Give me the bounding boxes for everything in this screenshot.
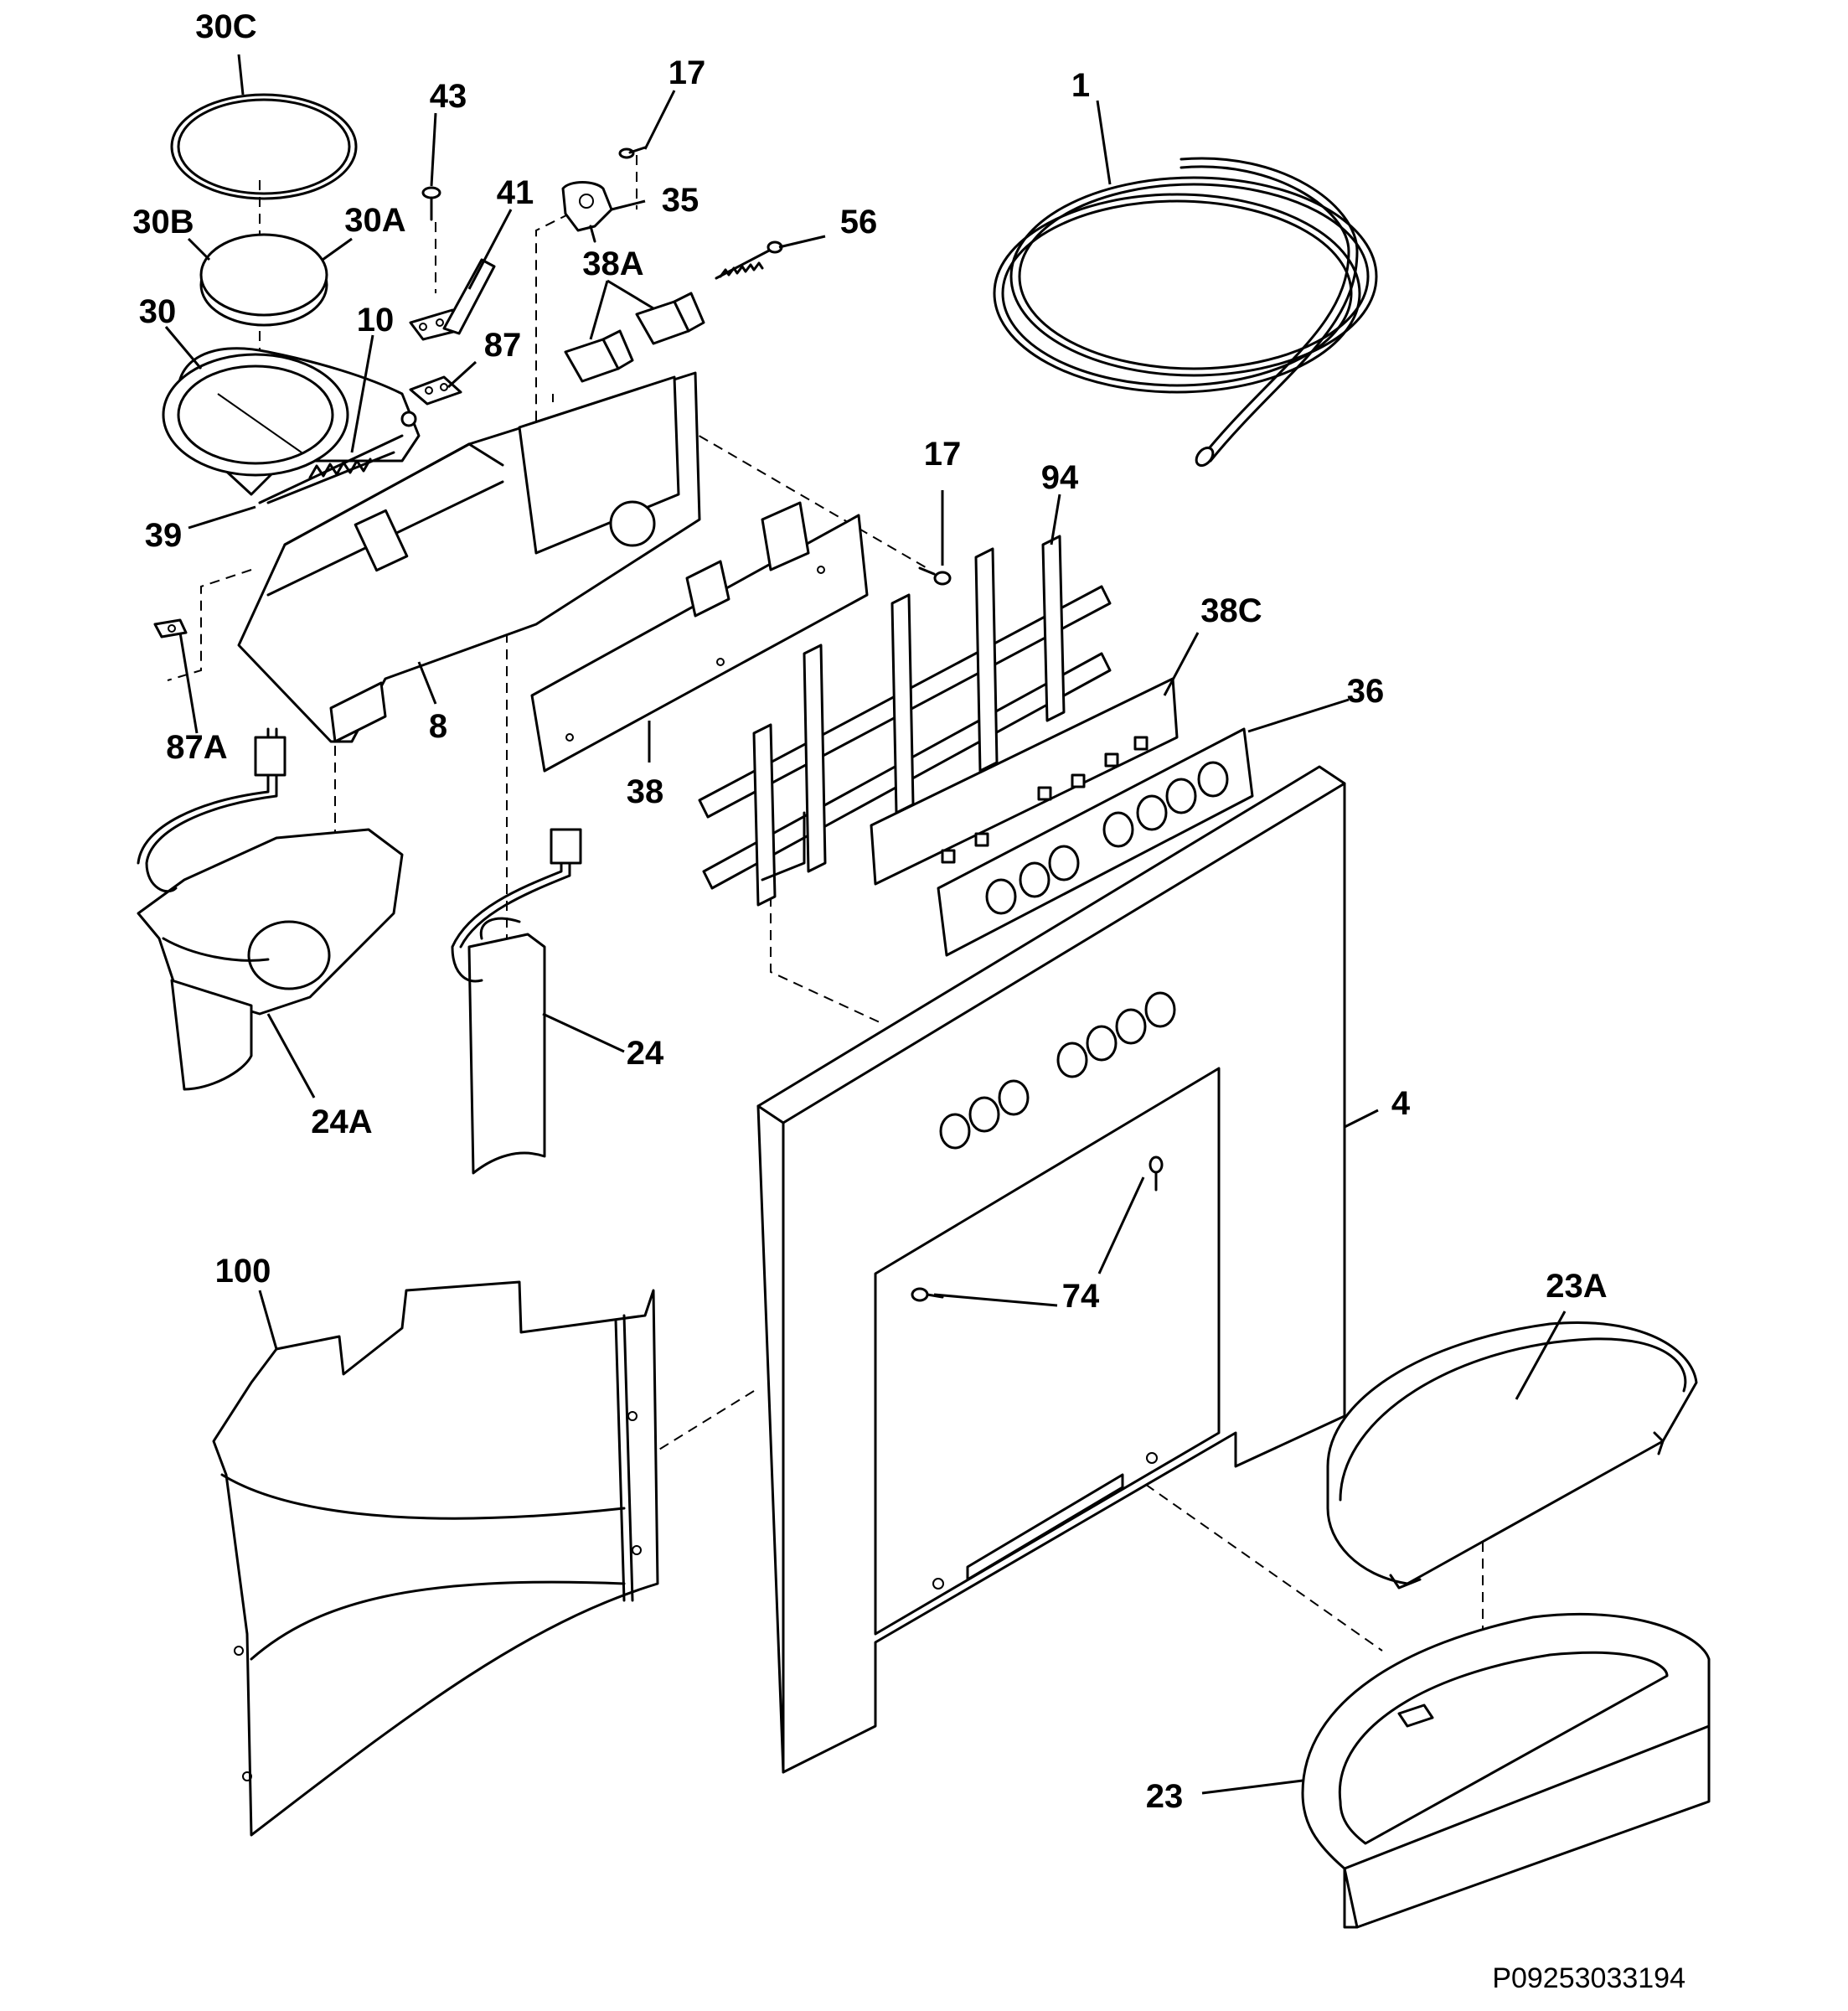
control-board-38 — [530, 501, 869, 773]
leader-lines — [164, 54, 1567, 1795]
callout-94: 94 — [1041, 459, 1079, 496]
callout-10: 10 — [357, 302, 395, 339]
callout-4: 4 — [1391, 1085, 1411, 1122]
callout-43: 43 — [430, 78, 467, 115]
callout-38: 38 — [627, 773, 664, 810]
callout-39: 39 — [145, 517, 183, 554]
callout-74: 74 — [1062, 1278, 1100, 1315]
callout-1: 1 — [1071, 67, 1090, 104]
overlay-36 — [937, 727, 1254, 957]
callout-30a: 30A — [344, 202, 405, 239]
housing-8 — [237, 371, 701, 743]
clip-87 — [409, 375, 462, 406]
switches-38a — [564, 292, 705, 383]
callout-38c: 38C — [1200, 592, 1262, 629]
diagram-code: P09253033194 — [1492, 1962, 1685, 1994]
callout-30c: 30C — [195, 8, 256, 45]
callout-30: 30 — [139, 293, 177, 330]
disc-30b — [199, 233, 328, 327]
bracket-41 — [409, 258, 496, 341]
screws-74 — [911, 1155, 1164, 1302]
callout-17-mid: 17 — [924, 436, 962, 473]
frame-94 — [698, 535, 1112, 907]
callout-23: 23 — [1146, 1778, 1184, 1815]
drip-tray-cover-23a — [1326, 1321, 1698, 1590]
water-chute-24 — [451, 828, 582, 1175]
callout-8: 8 — [429, 708, 447, 745]
screw-56 — [715, 240, 783, 280]
clip-87a — [153, 618, 188, 638]
screw-17-mid — [918, 566, 952, 586]
callout-35: 35 — [662, 182, 699, 219]
callout-23a: 23A — [1546, 1268, 1607, 1305]
callout-24a: 24A — [311, 1104, 372, 1140]
callout-100: 100 — [215, 1253, 271, 1290]
callout-41: 41 — [497, 174, 534, 211]
callout-87a: 87A — [166, 729, 227, 766]
ice-chute-24a — [137, 727, 404, 1091]
callout-17-top: 17 — [668, 54, 706, 91]
callout-36: 36 — [1347, 673, 1385, 710]
bezel-100 — [212, 1280, 659, 1837]
door-assembly-30 — [162, 347, 421, 504]
gasket-ring-30c — [170, 93, 358, 200]
water-tubing-1 — [993, 157, 1378, 468]
callout-38a: 38A — [582, 246, 643, 282]
screw-43 — [421, 186, 441, 221]
callout-56: 56 — [840, 204, 878, 240]
drip-tray-23 — [1301, 1612, 1711, 1929]
switch-panel-38c — [870, 677, 1179, 886]
screw-17-top — [618, 146, 647, 159]
front-panel-4 — [756, 765, 1346, 1774]
callout-labels: 30C 43 17 1 30B 30A 41 35 56 38A 30 10 8… — [132, 8, 1607, 1815]
actuator-35 — [561, 181, 613, 243]
callout-87: 87 — [484, 327, 522, 364]
callout-24: 24 — [627, 1035, 664, 1072]
callout-30b: 30B — [132, 204, 194, 240]
